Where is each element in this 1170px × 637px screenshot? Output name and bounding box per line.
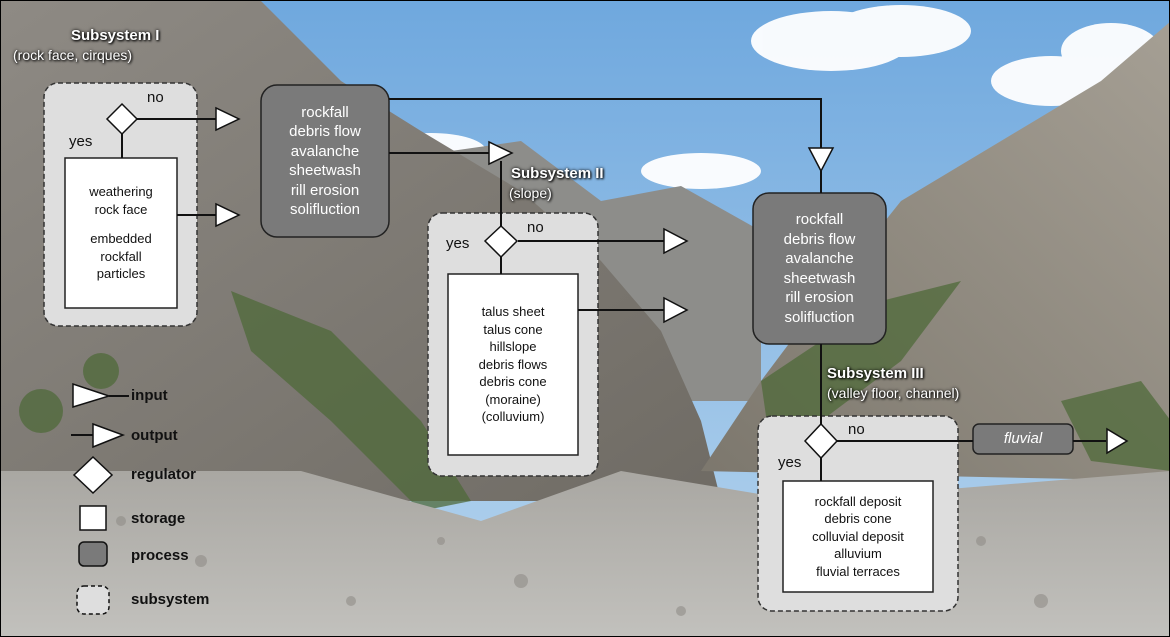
vegetation: [19, 281, 1169, 511]
flow-arrows: [215, 106, 1129, 455]
legend-regulator-icon: [72, 455, 114, 495]
input-arrow-4: [807, 147, 835, 173]
legend-input-icon: [72, 382, 112, 409]
storage2-line: talus cone: [483, 321, 543, 337]
process1-line: rill erosion: [290, 181, 360, 199]
subsystem3-subtitle: (valley floor, channel): [827, 385, 960, 401]
storage3-line: colluvial deposit: [812, 528, 904, 544]
regulator3-no: no: [848, 421, 865, 438]
fluvial-label: fluvial: [1003, 430, 1043, 448]
subsystem2-title: Subsystem II: [511, 165, 604, 182]
storage2-box: [447, 273, 579, 456]
storage1-line: rockfall: [100, 248, 142, 264]
process1-line: sheetwash: [289, 162, 361, 179]
input-arrow-2: [215, 202, 241, 228]
output-arrow-7: [1106, 427, 1129, 455]
legend-process-icon: [78, 541, 108, 567]
regulators: [105, 102, 839, 460]
subsystem3-title: Subsystem III: [827, 365, 924, 382]
input-arrow-1: [215, 106, 241, 132]
storage1-text: weathering rock face embedded rockfall p…: [65, 158, 177, 308]
process1-line: solifluction: [289, 201, 361, 218]
process1-text: rockfall debris flow avalanche sheetwash…: [261, 85, 389, 237]
process2-box: [752, 192, 887, 345]
regulator1-no: no: [147, 89, 164, 106]
storage3-line: fluvial terraces: [816, 563, 900, 579]
process2-line: solifluction: [784, 308, 855, 326]
regulator-3: [803, 422, 839, 460]
storage2-line: hillslope: [489, 339, 537, 355]
storage1-spacer: [65, 218, 177, 230]
storage1-line: rock face: [94, 201, 148, 217]
regulator3-yes: yes: [778, 454, 802, 471]
storage2-text: talus sheet talus cone hillslope debris …: [448, 274, 578, 455]
fluvial-process-box: [972, 423, 1074, 455]
process2-line: debris flow: [783, 230, 856, 248]
process2-line: rockfall: [795, 211, 844, 228]
storage2-line: debris cone: [479, 374, 547, 390]
legend-subsystem-icon: [76, 585, 110, 615]
regulator-1: [105, 102, 139, 136]
storage1-line: particles: [96, 266, 146, 282]
process1-line: avalanche: [290, 142, 360, 160]
process2-line: rill erosion: [785, 289, 854, 306]
legend-symbols: [71, 382, 129, 615]
process1-line: rockfall: [301, 103, 349, 121]
legend-subsystem-label: subsystem: [131, 591, 210, 608]
storage3-line: alluvium: [834, 546, 882, 562]
storage1-box: [64, 157, 178, 309]
subsystem1-title: Subsystem I: [71, 27, 160, 44]
storage2-line: (colluvium): [481, 409, 545, 425]
process1-box: [260, 84, 390, 238]
storage2-line: (moraine): [485, 391, 541, 407]
input-arrow-5: [663, 227, 689, 255]
subsystem2-subtitle: (slope): [509, 185, 552, 201]
storage1-line: embedded: [90, 231, 152, 247]
legend-storage-label: storage: [131, 510, 186, 527]
legend-output-icon: [92, 422, 126, 449]
regulator2-yes: yes: [446, 235, 470, 252]
storage2-line: debris flows: [478, 356, 548, 372]
storage2-line: talus sheet: [481, 304, 545, 320]
output-arrow-3: [488, 140, 514, 166]
regulator2-no: no: [527, 219, 544, 236]
process2-text: rockfall debris flow avalanche sheetwash…: [753, 193, 886, 344]
legend-output-label: output: [131, 427, 178, 444]
legend-storage-icon: [79, 505, 107, 531]
subsystem1-subtitle: (rock face, cirques): [13, 47, 133, 63]
storage3-line: debris cone: [824, 511, 892, 527]
legend-regulator-label: regulator: [131, 466, 197, 483]
process2-line: avalanche: [785, 250, 854, 267]
legend-process-label: process: [131, 547, 189, 564]
input-arrow-6: [663, 296, 689, 324]
process2-line: sheetwash: [783, 269, 856, 287]
process1-line: debris flow: [289, 123, 361, 140]
regulator1-yes: yes: [69, 133, 93, 150]
storage3-line: rockfall deposit: [814, 493, 902, 509]
storage3-text: rockfall deposit debris cone colluvial d…: [783, 481, 933, 592]
regulator-2: [483, 224, 519, 259]
storage1-line: weathering: [89, 184, 153, 200]
legend-input-label: input: [131, 387, 168, 404]
storage3-box: [782, 480, 934, 593]
